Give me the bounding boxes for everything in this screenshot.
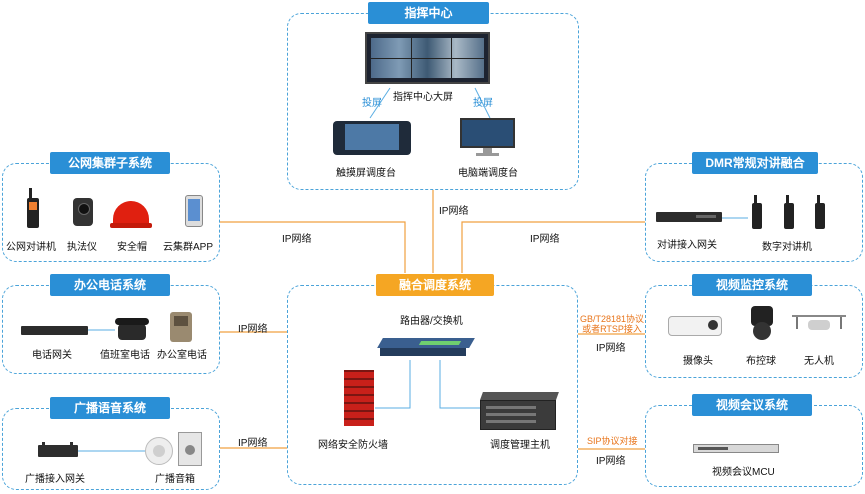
office-phone-item-2: 办公室电话 [157,350,207,361]
trunking-item-2: 安全帽 [117,242,147,253]
sip-protocol-label: SIP协议对接 [587,436,638,446]
digital-radio-label: 数字对讲机 [762,242,812,253]
server-label: 调度管理主机 [490,440,550,451]
cast-left-label: 投屏 [362,98,382,109]
speaker-box-icon [178,432,202,466]
cast-right-label: 投屏 [473,98,493,109]
desk-phone-icon [115,318,149,340]
link-router-server [439,360,480,409]
firewall-label: 网络安全防火墙 [318,440,388,451]
digital-radio-icon [815,195,825,229]
touch-console-label: 触摸屏调度台 [336,168,396,179]
drone-icon [792,312,846,334]
phone-gateway-icon [21,326,88,335]
video-conf-title: 视频会议系统 [692,394,812,416]
pc-console-label: 电脑端调度台 [458,168,518,179]
gb-protocol-label: GB/T28181协议 或者RTSP接入 [580,314,645,334]
camera-icon [668,314,728,338]
broadcast-item-0: 广播接入网关 [25,474,85,485]
video-surveillance-title: 视频监控系统 [692,274,812,296]
dmr-title: DMR常规对讲融合 [692,152,818,174]
server-icon [480,392,562,430]
big-screen-label: 指挥中心大屏 [393,92,453,103]
ip-label-dmr: IP网络 [530,234,560,245]
ip-label-video: IP网络 [596,343,626,354]
ip-label-phone: IP网络 [238,324,268,335]
office-phone-icon [170,312,192,342]
switch-icon [377,338,475,358]
ceiling-speaker-icon [145,437,173,465]
video-item-1: 布控球 [746,356,776,367]
core-title: 融合调度系统 [376,274,494,296]
digital-radio-icon [752,195,762,229]
ip-label-conf: IP网络 [596,456,626,467]
video-item-0: 摄像头 [683,356,713,367]
walkie-talkie-icon [27,188,39,228]
digital-radio-icon [784,195,794,229]
command-center-title: 指挥中心 [368,2,489,24]
trunking-item-3: 云集群APP [163,242,214,253]
link-trunking-core [220,221,406,273]
touch-console-icon [333,121,411,155]
office-phone-title: 办公电话系统 [50,274,170,296]
firewall-icon [344,370,374,426]
ptz-ball-icon [751,306,773,340]
trunking-item-0: 公网对讲机 [6,242,56,253]
big-screen-icon [365,32,490,84]
link-router-firewall [375,360,411,409]
broadcast-item-1: 广播音箱 [155,474,195,485]
link-dmr-core [461,221,645,273]
link-screen-touch [369,87,391,119]
broadcast-gateway-icon [38,442,78,457]
safety-helmet-icon [110,201,152,231]
office-phone-item-1: 值班室电话 [100,350,150,361]
pc-console-icon [460,118,515,156]
ip-label-broadcast: IP网络 [238,438,268,449]
law-recorder-icon [73,198,93,226]
ip-label-command: IP网络 [439,206,469,217]
trunking-item-1: 执法仪 [67,242,97,253]
broadcast-title: 广播语音系统 [50,397,170,419]
office-phone-item-0: 电话网关 [32,350,72,361]
mcu-icon [693,444,779,453]
router-label: 路由器/交换机 [400,316,463,327]
radio-gateway-label: 对讲接入网关 [657,240,717,251]
phone-app-icon [185,195,203,227]
trunking-title: 公网集群子系统 [50,152,170,174]
link-screen-pc [474,87,491,119]
radio-gateway-icon [656,212,722,222]
video-item-2: 无人机 [804,356,834,367]
mcu-label: 视频会议MCU [712,467,775,478]
ip-label-trunking: IP网络 [282,234,312,245]
